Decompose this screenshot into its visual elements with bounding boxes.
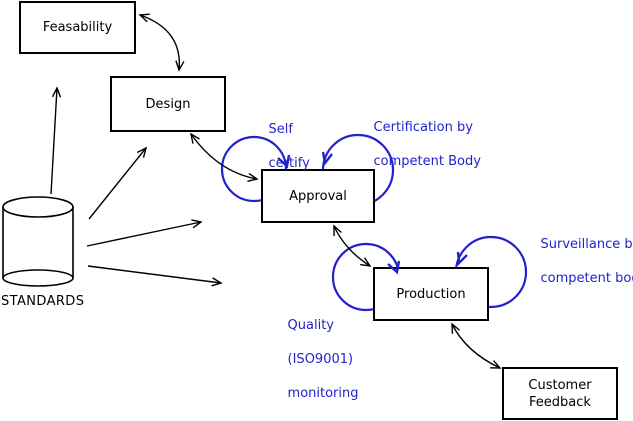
- quality-line1: Quality: [287, 318, 334, 333]
- self-certify-loop-arrowhead: [277, 154, 291, 169]
- self-certify-annotation: Self certify: [252, 104, 310, 189]
- arrow-standards-to-production: [87, 265, 223, 287]
- standards-label: STANDARDS: [1, 294, 85, 309]
- certification-line2: competent Body: [373, 154, 481, 169]
- quality-line3: monitoring: [287, 386, 359, 401]
- arrow-standards-to-design: [88, 146, 148, 220]
- design-box: [110, 76, 226, 132]
- arrow-feasability-design: [138, 13, 185, 72]
- arrow-design-approval: [190, 132, 259, 183]
- surveillance-annotation: Surveillance by competent body: [524, 219, 633, 304]
- certification-loop-arrowhead: [321, 151, 333, 166]
- quality-loop-arrowhead: [387, 260, 401, 275]
- feasability-box: [19, 1, 136, 54]
- quality-annotation: Quality (ISO9001) monitoring: [271, 300, 359, 419]
- surveillance-line1: Surveillance by: [540, 237, 633, 252]
- surveillance-line2: competent body: [540, 271, 633, 286]
- self-certify-line1: Self: [268, 122, 293, 137]
- approval-box: [261, 169, 375, 223]
- customer-feedback-box: [502, 367, 618, 420]
- self-certify-line2: certify: [268, 156, 310, 171]
- surveillance-loop-arrowhead: [456, 251, 468, 266]
- production-box: [373, 267, 489, 321]
- certification-line1: Certification by: [373, 120, 473, 135]
- arrow-standards-to-approval: [86, 219, 203, 247]
- quality-line2: (ISO9001): [287, 352, 354, 367]
- arrow-standards-to-feasability: [50, 86, 62, 195]
- arrow-production-customer-feedback: [451, 322, 502, 369]
- certification-annotation: Certification by competent Body: [357, 102, 481, 187]
- standards-cylinder: [2, 196, 74, 287]
- arrow-approval-production: [333, 224, 372, 267]
